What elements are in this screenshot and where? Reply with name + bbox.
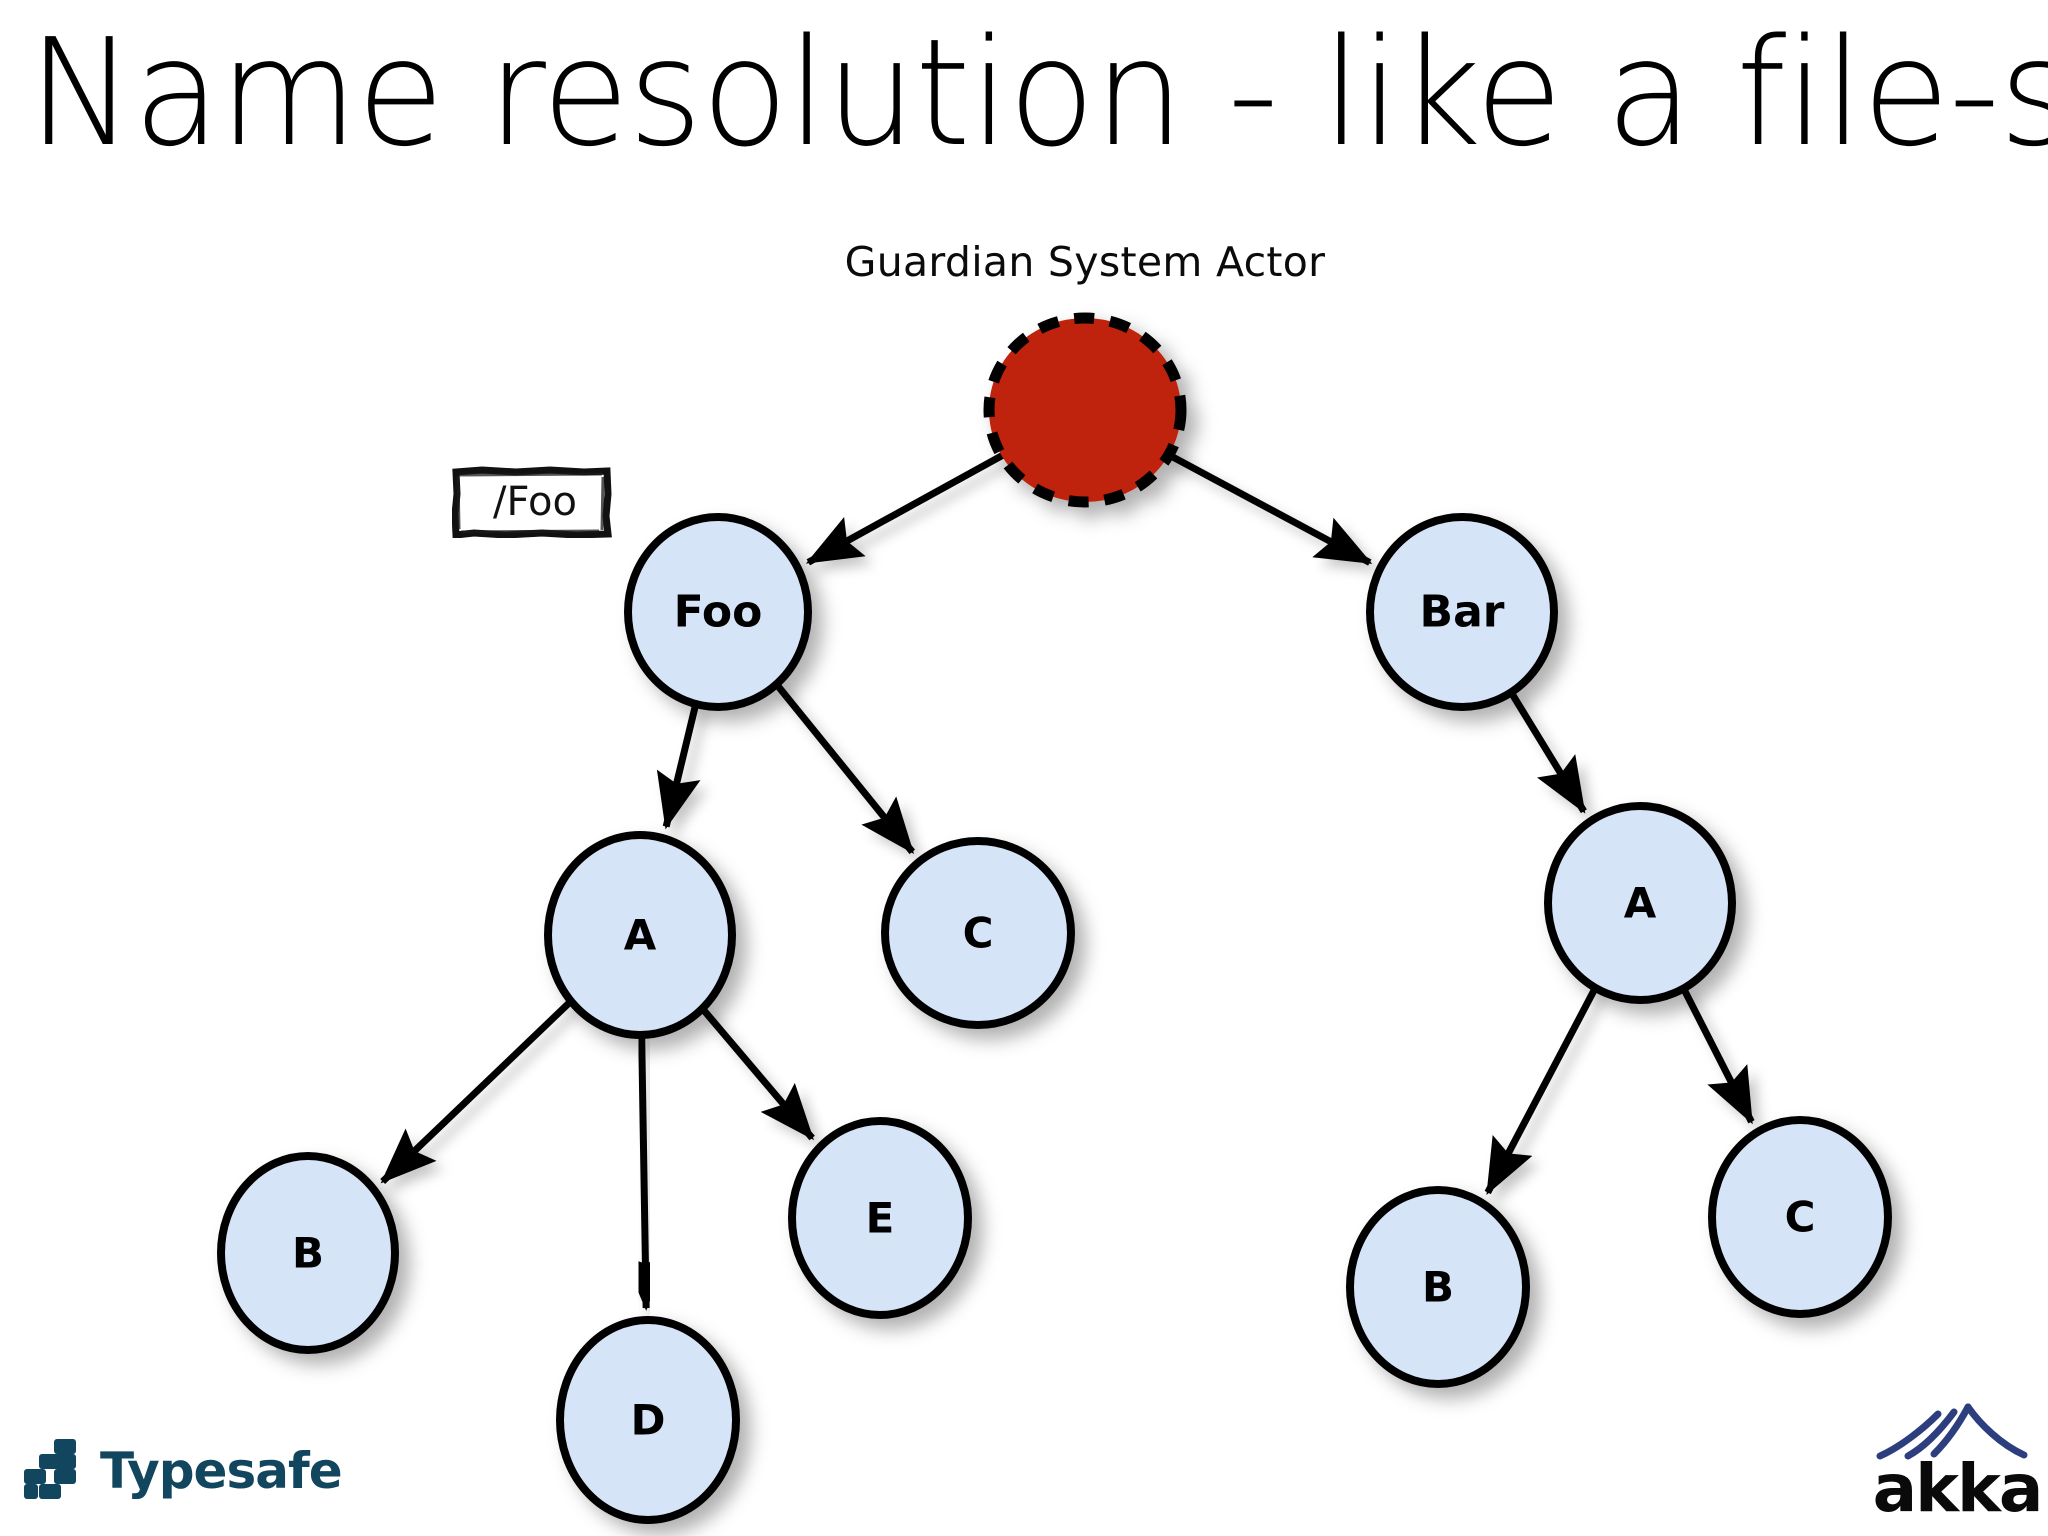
edge-bar-to-bar-a [1507,688,1587,814]
actor-node-bar-a-c[interactable] [1708,1116,1892,1318]
edge-root-to-bar [1165,450,1373,566]
edge-foo-a-to-foo-a-d [622,1032,668,1311]
akka-logo: akka [1872,1402,2044,1528]
actor-node-foo-c[interactable] [881,837,1075,1029]
node-layer [217,312,1892,1524]
actor-node-foo[interactable] [624,513,812,711]
actor-node-root[interactable] [983,312,1187,508]
actor-node-foo-a-d[interactable] [556,1316,740,1524]
actor-node-bar-a[interactable] [1544,802,1736,1004]
edge-root-to-foo [805,451,1006,566]
actor-node-foo-a[interactable] [544,831,736,1039]
akka-mountain-icon [1876,1403,2028,1460]
akka-wordmark: akka [1872,1450,2044,1527]
rough-border [452,466,612,538]
edge-foo-a-to-foo-a-e [698,1004,815,1141]
edge-foo-a-to-foo-a-b [380,997,575,1185]
foo-path-label: /Foo [492,479,577,525]
actor-node-bar-a-b[interactable] [1346,1186,1530,1388]
actor-node-bar[interactable] [1366,513,1558,711]
foo-path-annotation-box: /Foo [452,466,612,538]
actor-node-foo-a-b[interactable] [217,1152,399,1354]
edge-bar-a-to-bar-a-b [1484,984,1600,1195]
typesafe-wordmark: Typesafe [100,1442,343,1500]
edge-layer [380,450,1755,1311]
page-title: Name resolution - like a file-system [28,7,2048,179]
edge-foo-to-foo-a [656,701,701,830]
guardian-system-actor-caption: Guardian System Actor [844,238,1326,286]
typesafe-mark-icon [24,1439,76,1499]
typesafe-logo: Typesafe [24,1438,343,1504]
actor-node-foo-a-e[interactable] [788,1117,972,1319]
edge-bar-a-to-bar-a-c [1679,985,1755,1125]
edge-foo-to-foo-c [772,680,916,855]
